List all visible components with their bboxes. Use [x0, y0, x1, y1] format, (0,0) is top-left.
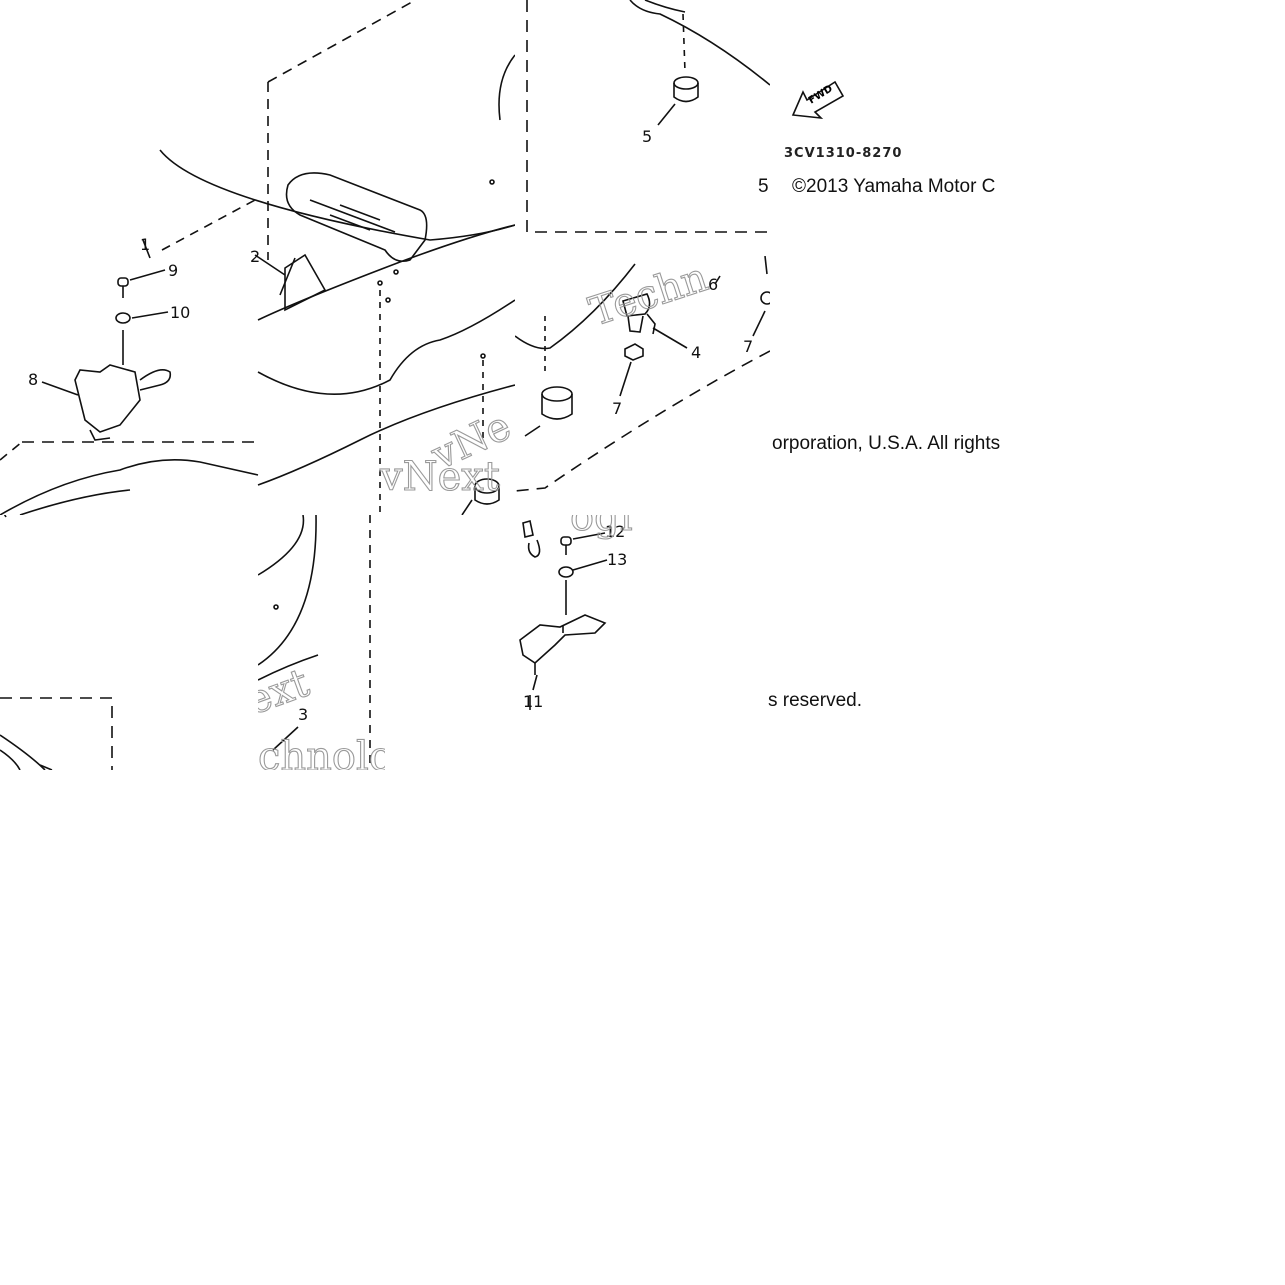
tile-rear-mid: Techn 4 7 7 6: [515, 256, 770, 515]
part-code: 3CV1310-8270: [784, 146, 903, 161]
callout-1: 1: [140, 235, 150, 254]
seat-top-drawing: vNext vNe 1 2 9 10 8: [0, 1, 515, 515]
watermark-text-6: ogi: [570, 515, 632, 540]
callout-7-right: 7: [743, 337, 753, 356]
lower-right-drawing: 12 13 11 ogi: [519, 515, 633, 710]
callout-6: 6: [708, 275, 718, 294]
callout-7-lower: 7: [612, 399, 622, 418]
copyright-line-3: s reserved.: [768, 690, 862, 711]
copyright-fragment-prefix: 5: [758, 176, 769, 197]
copyright-line-2: orporation, U.S.A. All rights: [772, 433, 1001, 454]
lower-center-drawing: ext chnologi 3: [258, 515, 385, 770]
watermark-text-1: vNext: [379, 454, 500, 500]
callout-13: 13: [607, 550, 627, 569]
callout-8: 8: [28, 370, 38, 389]
callout-5-upper: 5: [642, 127, 652, 146]
tile-rear-upper: 5: [515, 0, 770, 240]
rear-mid-drawing: Techn 4 7 7 6: [515, 256, 770, 492]
callout-9: 9: [168, 261, 178, 280]
callout-12: 12: [605, 522, 625, 541]
tile-seat-top: vNext vNe 1 2 9 10 8: [0, 0, 515, 515]
callout-2: 2: [250, 247, 260, 266]
callout-4: 4: [691, 343, 701, 362]
tile-lower-left: [0, 515, 258, 770]
watermark-text-3: Techn: [584, 256, 713, 336]
lower-left-drawing: [0, 515, 113, 770]
rear-upper-drawing: 5: [526, 0, 770, 233]
copyright-line-1: ©2013 Yamaha Motor C: [792, 176, 996, 197]
callout-3: 3: [298, 705, 308, 724]
fwd-arrow-icon: FWD: [791, 80, 845, 120]
callout-10: 10: [170, 303, 190, 322]
watermark-text-5: chnologi: [258, 734, 385, 770]
tile-lower-right: 12 13 11 ogi: [515, 515, 640, 710]
tile-lower-center: ext chnologi 3: [258, 515, 385, 770]
callout-11: 11: [523, 692, 543, 710]
